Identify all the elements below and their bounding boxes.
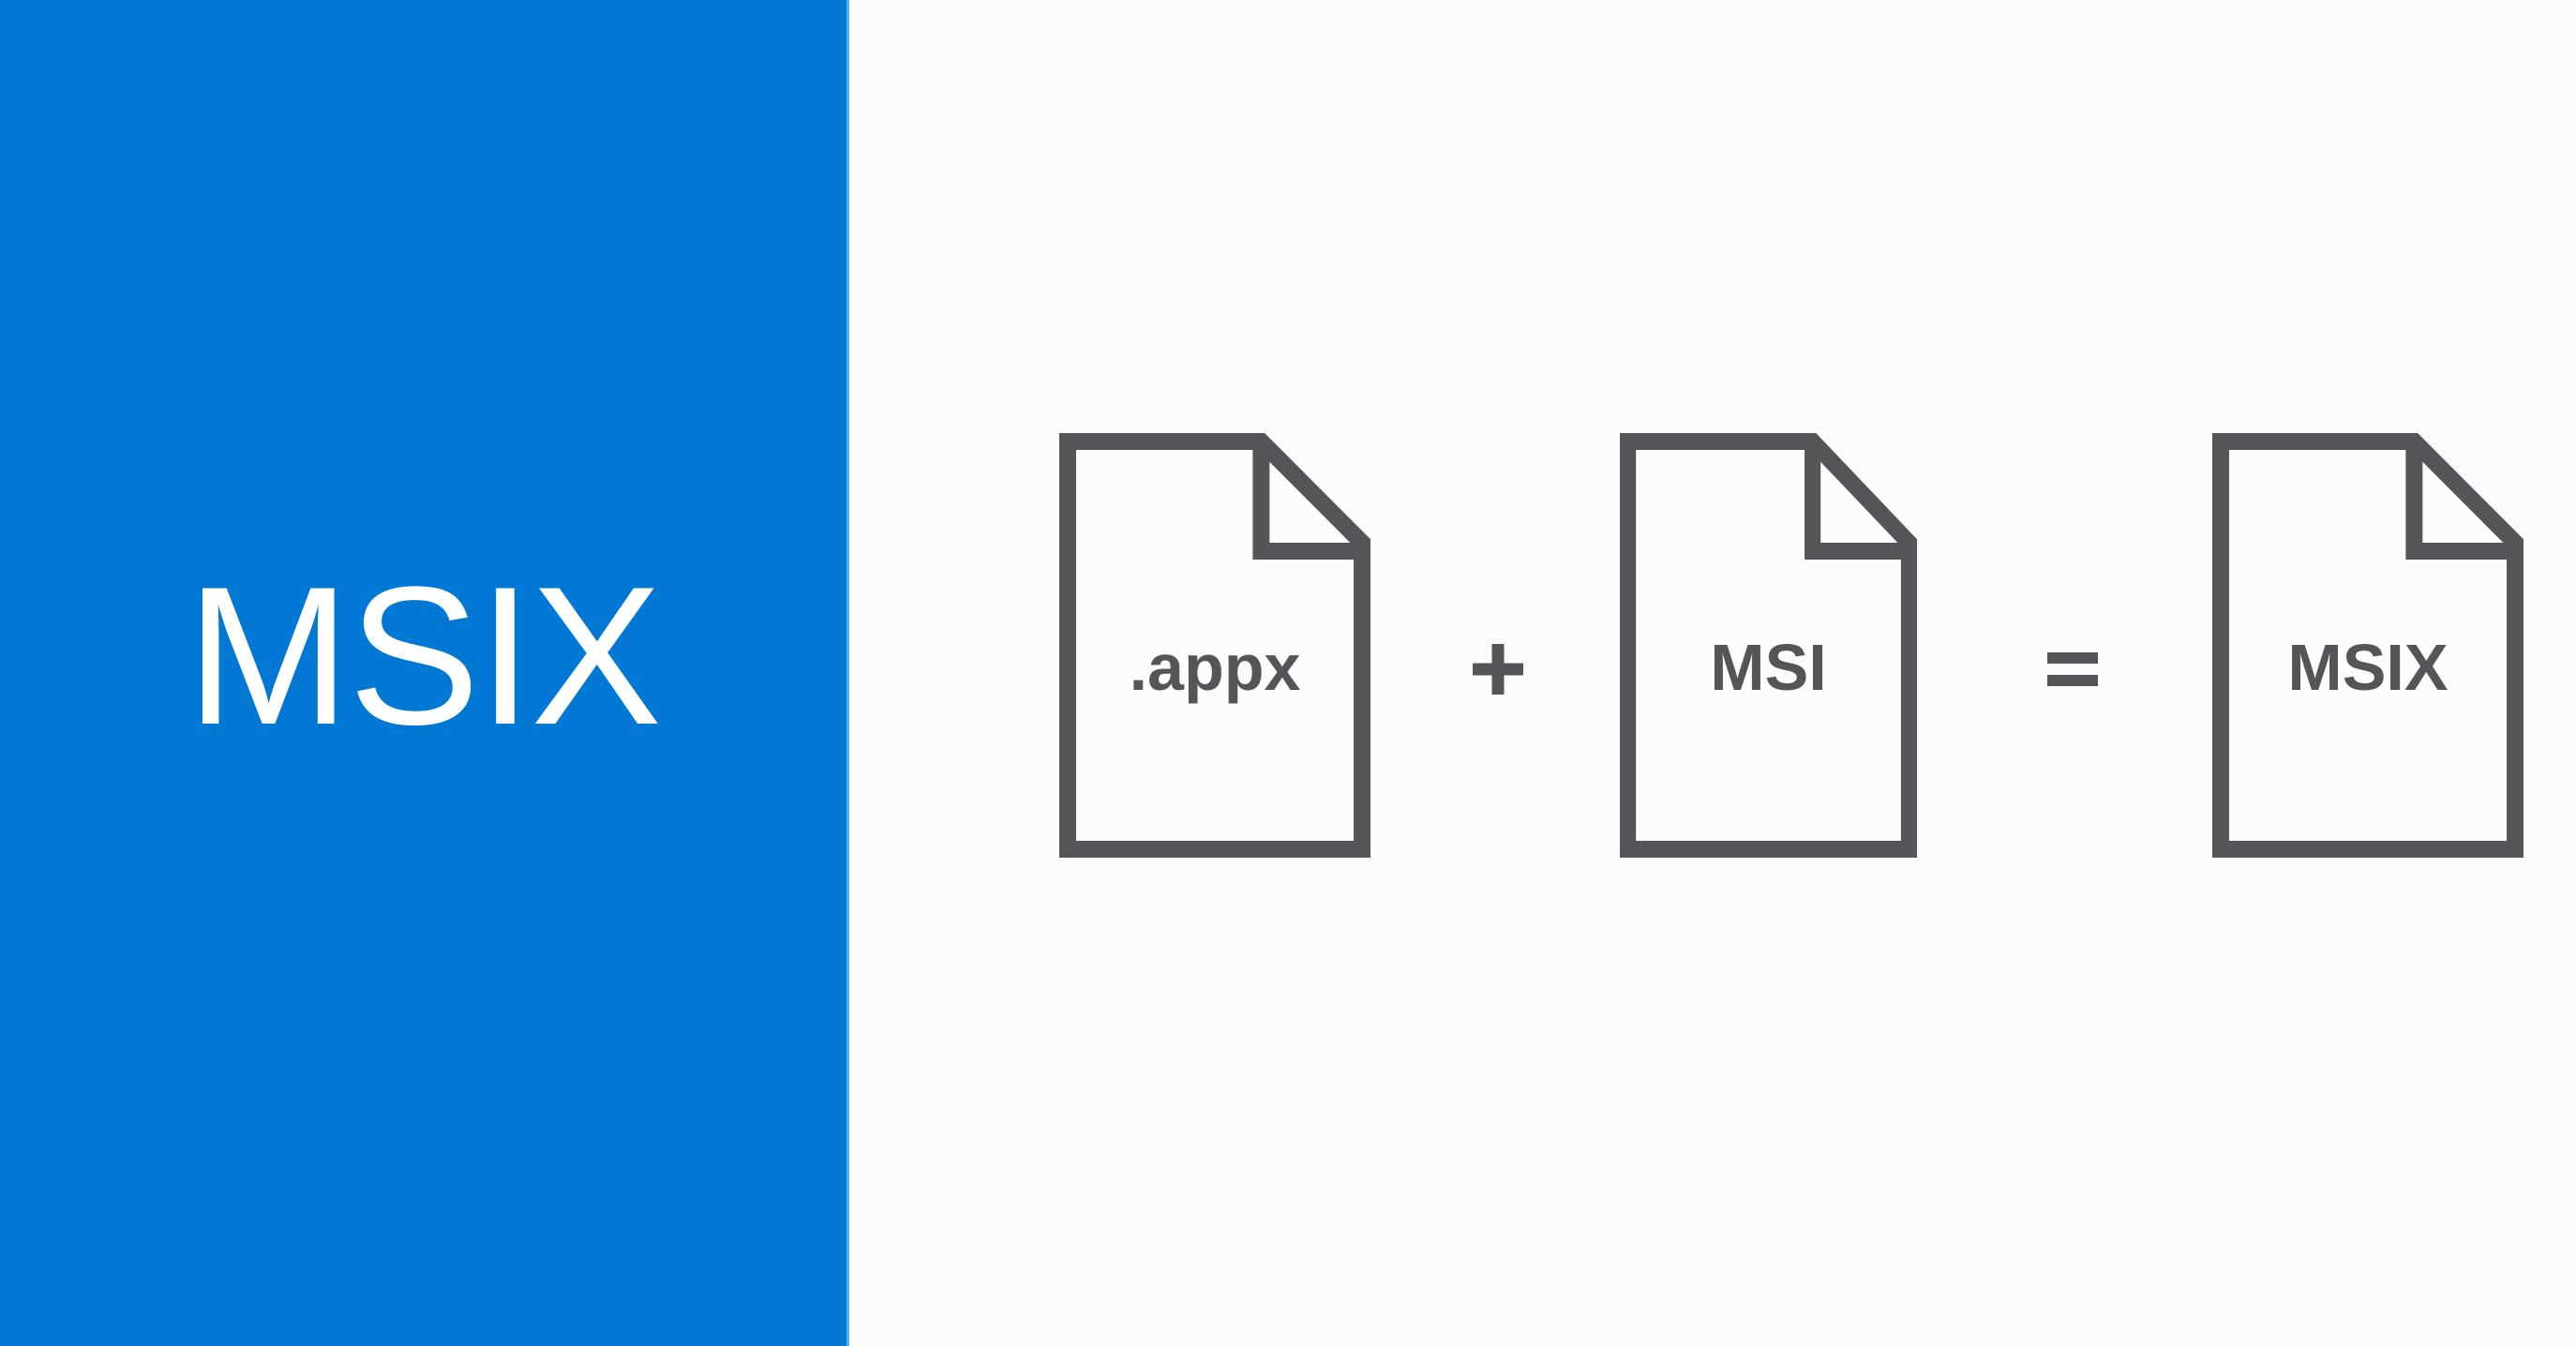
- headline: MSIX: [186, 546, 662, 766]
- equals-icon: [2047, 652, 2098, 686]
- document-icon: [1059, 433, 1370, 858]
- file-card-appx: .appx: [1059, 433, 1370, 858]
- file-card-msix: MSIX: [2212, 433, 2524, 858]
- equation: .appx MSI: [846, 0, 2576, 1346]
- document-icon: [2212, 433, 2524, 858]
- file-card-msi: MSI: [1620, 433, 1917, 858]
- document-icon: [1620, 433, 1917, 858]
- file-label: MSI: [1710, 630, 1827, 704]
- file-label: .appx: [1129, 630, 1301, 704]
- brand-panel: MSIX: [0, 0, 849, 1346]
- plus-icon: [1473, 644, 1523, 695]
- file-label: MSIX: [2287, 630, 2449, 704]
